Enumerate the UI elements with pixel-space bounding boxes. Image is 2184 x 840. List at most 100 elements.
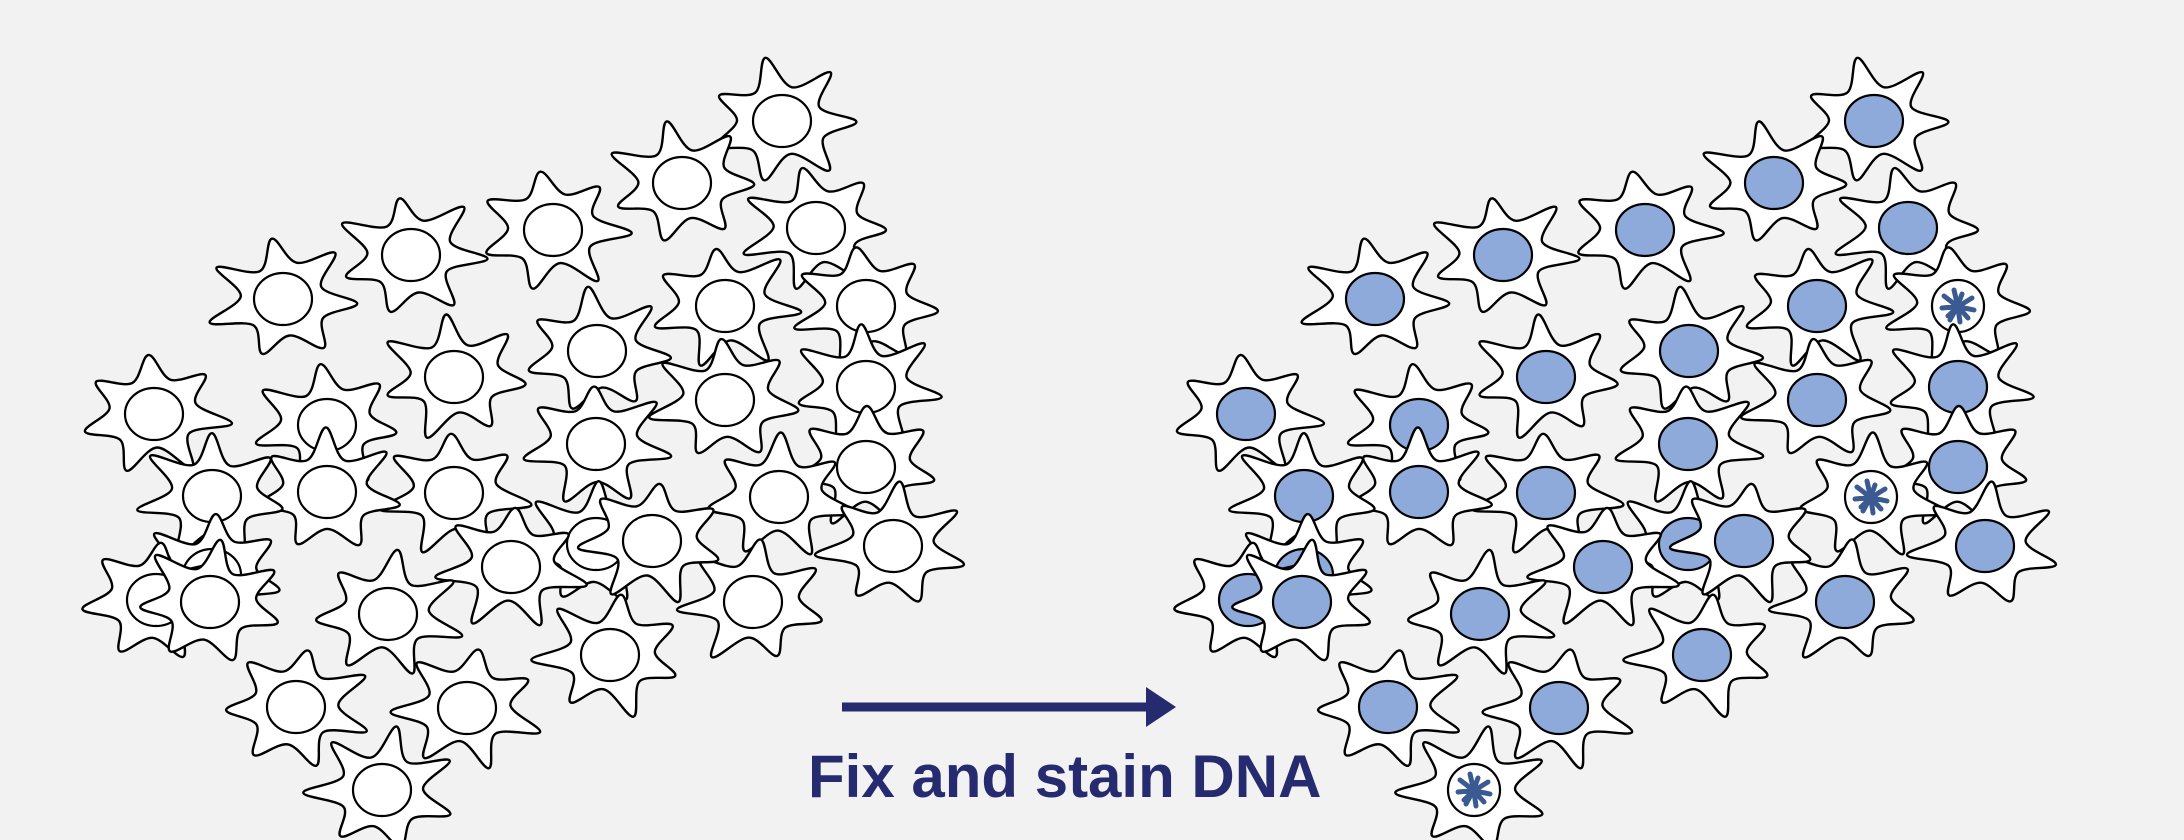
cell: [522, 385, 673, 503]
chromosome-icon: [1852, 478, 1890, 516]
nucleus: [621, 513, 683, 569]
cell: [707, 431, 857, 556]
stained-nucleus: [1954, 518, 2016, 574]
cell: [530, 593, 677, 718]
mitotic-cell: [1799, 431, 1949, 556]
stained-nucleus: [1927, 439, 1989, 495]
nucleus: [380, 227, 442, 283]
cell: [1889, 323, 2035, 444]
cell: [1739, 337, 1892, 455]
cell: [1668, 482, 1812, 604]
cell: [715, 56, 858, 182]
nucleus: [265, 679, 327, 735]
cell: [1300, 237, 1451, 356]
cell: [1231, 538, 1371, 662]
stained-nucleus: [1786, 278, 1848, 334]
nucleus: [835, 278, 897, 334]
nucleus: [651, 155, 713, 211]
cell: [224, 649, 368, 767]
stained-nucleus: [1215, 386, 1277, 442]
cell: [1702, 120, 1848, 242]
nucleus: [252, 271, 314, 327]
cell: [1767, 538, 1915, 659]
cell: [341, 197, 489, 313]
cell: [139, 538, 279, 662]
nucleus: [722, 574, 784, 630]
stained-cell-layer: [1173, 56, 2058, 840]
cell: [315, 548, 464, 675]
cell: [378, 432, 533, 554]
cell: [208, 237, 359, 356]
nucleus: [565, 416, 627, 472]
nucleus: [835, 439, 897, 495]
cell: [434, 506, 588, 627]
nucleus: [423, 349, 485, 405]
chromosome-icon: [1455, 771, 1493, 809]
cell: [653, 247, 803, 367]
nucleus: [694, 278, 756, 334]
cell: [675, 538, 823, 659]
cell: [1470, 432, 1625, 554]
nucleus: [566, 323, 628, 379]
nucleus: [748, 469, 810, 525]
stained-nucleus: [1515, 465, 1577, 521]
stained-nucleus: [1273, 468, 1335, 524]
cell: [792, 404, 936, 527]
stained-nucleus: [1614, 202, 1676, 258]
cell: [255, 426, 401, 547]
nucleus: [751, 93, 813, 149]
cell: [1175, 353, 1326, 472]
cell: [1526, 506, 1680, 627]
nucleus: [351, 762, 413, 818]
stained-nucleus: [1658, 323, 1720, 379]
cell: [136, 431, 284, 556]
stained-nucleus: [1877, 200, 1939, 256]
stained-nucleus: [1572, 539, 1634, 595]
nucleus: [181, 468, 243, 524]
cell: [1407, 548, 1556, 675]
mitotic-cell: [1885, 246, 2032, 369]
stained-nucleus: [1271, 574, 1333, 630]
stained-nucleus: [1743, 155, 1805, 211]
cell: [576, 482, 720, 604]
stained-nucleus: [1357, 679, 1419, 735]
nucleus: [436, 680, 498, 736]
cell: [1433, 197, 1581, 313]
stained-nucleus: [1515, 349, 1577, 405]
nucleus: [123, 386, 185, 442]
nucleus: [785, 200, 847, 256]
cell: [1346, 363, 1490, 485]
cell: [793, 246, 940, 369]
cell: [813, 480, 966, 603]
cell: [1622, 593, 1769, 718]
nucleus: [179, 574, 241, 630]
cell: [485, 170, 633, 290]
cell: [1316, 649, 1460, 767]
cell: [1481, 648, 1634, 770]
unstained-cell-layer: [81, 56, 966, 840]
cell: [610, 120, 756, 242]
cell: [1884, 404, 2028, 527]
nucleus: [296, 464, 358, 520]
mitotic-cell: [1394, 725, 1544, 840]
right-arrow-icon: [842, 687, 1176, 727]
stained-nucleus: [1344, 271, 1406, 327]
nucleus: [862, 518, 924, 574]
nucleus: [694, 372, 756, 428]
stained-nucleus: [1814, 574, 1876, 630]
cell: [1577, 170, 1725, 290]
nucleus: [357, 586, 419, 642]
cell: [1228, 431, 1376, 556]
cell: [83, 353, 234, 472]
stained-nucleus: [1528, 680, 1590, 736]
stained-nucleus: [1671, 627, 1733, 683]
cell: [1807, 56, 1950, 182]
cell: [1614, 385, 1765, 503]
stained-nucleus: [1713, 513, 1775, 569]
stained-nucleus: [1843, 93, 1905, 149]
cell: [527, 285, 673, 410]
nucleus: [522, 202, 584, 258]
chromosome-icon: [1939, 287, 1977, 325]
